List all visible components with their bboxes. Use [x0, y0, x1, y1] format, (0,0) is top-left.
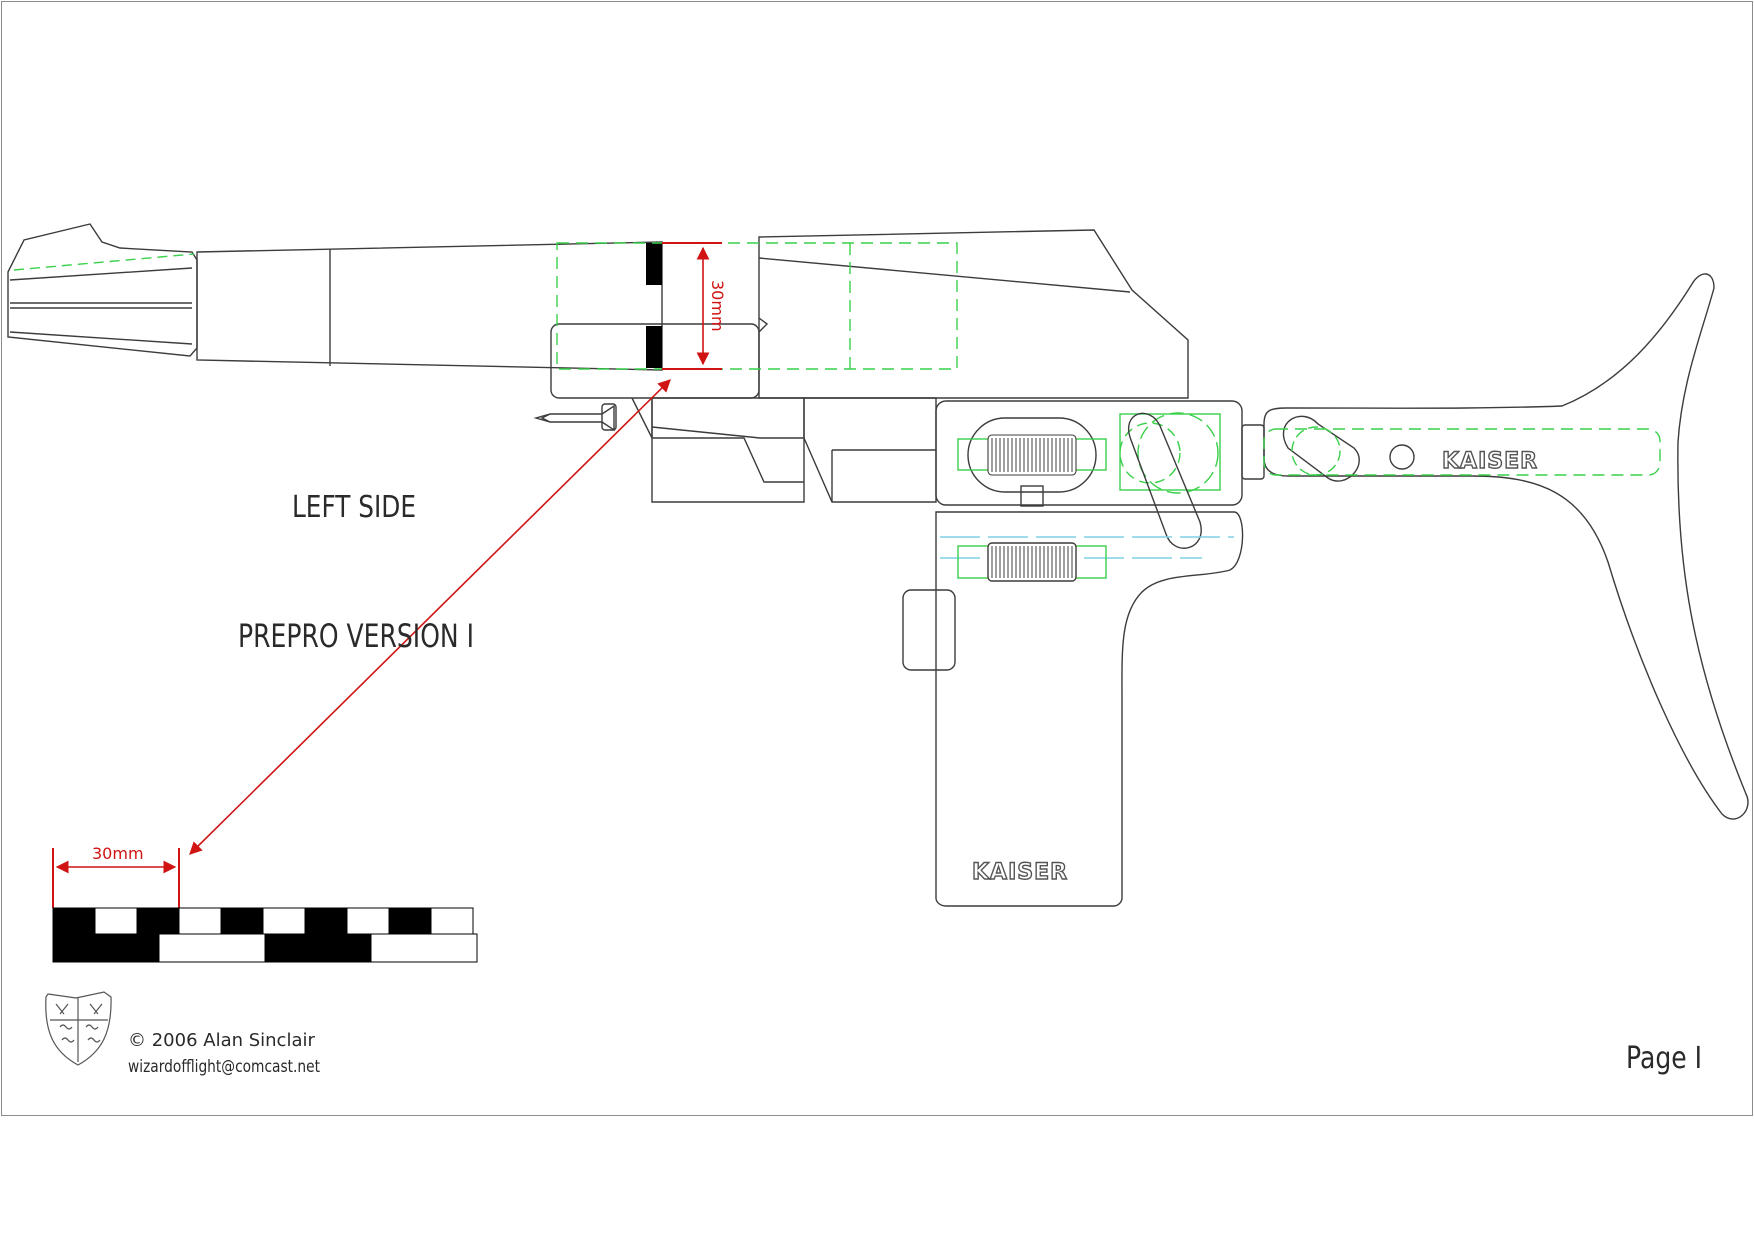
slot-tab — [1020, 485, 1044, 507]
scale-bar-segment — [430, 907, 474, 935]
hidden-chamber — [556, 242, 958, 370]
main-body — [935, 400, 1243, 549]
top-dimension: 30mm — [662, 242, 727, 370]
view-label: LEFT SIDE — [292, 490, 416, 525]
grip-body — [935, 511, 1244, 907]
scale-bar-segment — [94, 907, 138, 935]
scale-bar-segment — [52, 907, 96, 935]
scale-bar — [52, 907, 478, 963]
lower-wedge — [803, 397, 937, 503]
front-underside — [652, 437, 804, 483]
scale-bar-segment — [220, 907, 264, 935]
scale-dimension: 30mm — [52, 844, 180, 908]
grip-assembly — [902, 511, 1244, 907]
lower-knurl-ridges — [991, 546, 1073, 578]
pin-bracket — [631, 397, 653, 439]
receiver-notch — [758, 317, 769, 333]
emitter-tip — [7, 223, 198, 357]
emitter-hidden-line — [13, 253, 195, 271]
scale-bar-segment — [178, 907, 222, 935]
copyright-text: © 2006 Alan Sinclair — [128, 1030, 315, 1051]
emitter-rib — [9, 267, 193, 281]
scale-dimension-label: 30mm — [92, 844, 144, 863]
top-dimension-label: 30mm — [708, 280, 727, 332]
upper-slot-oval — [967, 417, 1097, 493]
barrel-clamp-block — [646, 326, 662, 368]
upper-knurl-ridges — [991, 438, 1073, 472]
scale-bar-segment — [370, 933, 478, 963]
barrel-assembly — [7, 223, 663, 371]
lower-frame — [533, 397, 937, 503]
stock-hole — [1389, 444, 1415, 470]
scale-bar-segment — [388, 907, 432, 935]
scale-bar-segment — [304, 907, 348, 935]
emitter-rib — [9, 331, 193, 345]
front-pin — [540, 404, 615, 432]
scale-bar-segment — [136, 907, 180, 935]
page-number: Page I — [1626, 1041, 1702, 1076]
receiver-top — [758, 229, 1189, 399]
stock-connector — [1241, 424, 1265, 480]
shield-logo — [45, 991, 112, 1066]
version-label: PREPRO VERSION I — [238, 617, 474, 655]
locking-lever — [1128, 412, 1202, 549]
stock-assembly — [1241, 273, 1749, 820]
hidden-pivot-circle — [1137, 412, 1219, 494]
scale-bar-segment — [262, 907, 306, 935]
scale-leader-arrow — [189, 379, 671, 855]
scale-bar-segment — [346, 907, 390, 935]
stock-body — [1263, 273, 1749, 820]
stock-slot — [1282, 415, 1360, 482]
scale-bar-segment — [158, 933, 266, 963]
stock-hidden-circle — [1291, 426, 1341, 476]
grip-logo: KAISER — [972, 860, 1068, 885]
barrel-clamp-block — [646, 243, 662, 285]
grip-side-button — [902, 589, 956, 671]
stock-hidden-channel — [1263, 428, 1661, 476]
scale-bar-segment — [264, 933, 372, 963]
scale-bar-segment — [52, 933, 160, 963]
receiver-bevel — [758, 257, 1131, 293]
contact-email: wizardofflight@comcast.net — [128, 1057, 320, 1077]
drawing-sheet: KAISER KAISER 30mm 30mm LEFT SIDE PREPRO… — [1, 1, 1753, 1116]
stock-logo: KAISER — [1442, 449, 1538, 474]
barrel-tube — [196, 241, 663, 371]
front-underside — [651, 426, 804, 439]
drawing-canvas: KAISER KAISER 30mm 30mm LEFT SIDE PREPRO… — [7, 223, 1749, 1077]
hidden-pivot-circle — [1119, 422, 1181, 484]
lower-forward-frame — [651, 397, 805, 503]
